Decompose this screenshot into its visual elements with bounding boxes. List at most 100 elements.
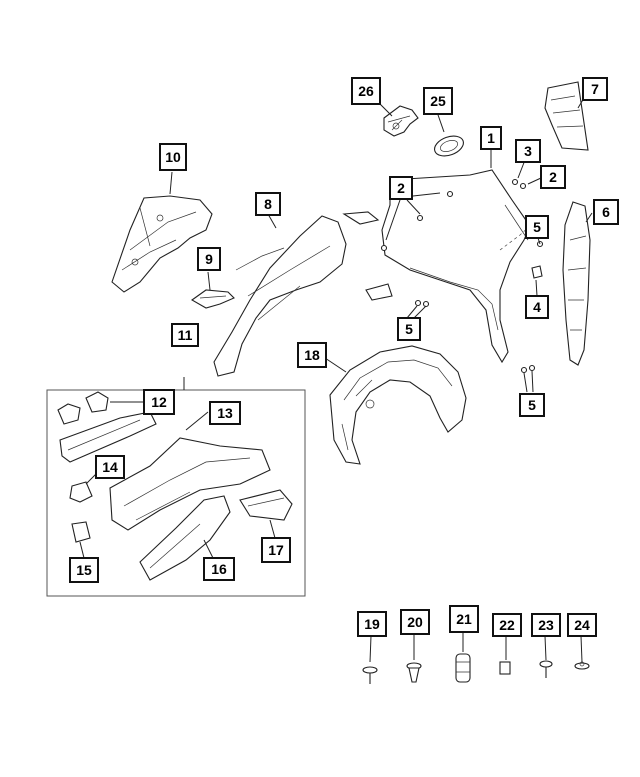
callout-number: 2 [549,169,557,185]
callout-box [397,317,421,341]
part-6-shield [562,201,591,366]
callout-c21: 21 [449,605,479,633]
callout-c7: 7 [582,77,608,101]
callout-number: 24 [574,617,590,633]
callout-box [540,165,566,189]
part-1-fender [381,169,531,364]
fastener-22 [499,661,511,675]
part-17-bracket [239,489,293,521]
callout-box [351,77,381,105]
callout-box [95,455,125,479]
part-12-rail [59,411,157,463]
callout-number: 14 [102,459,118,475]
callout-number: 3 [524,143,532,159]
callout-box [389,176,413,200]
callout-number: 21 [456,611,472,627]
part-12-brackets [57,391,109,425]
callout-c11: 11 [171,323,199,347]
callout-number: 22 [499,617,515,633]
callout-c3: 3 [515,139,541,163]
callout-box [197,247,221,271]
callout-box [357,611,387,637]
callout-box [209,401,241,425]
callout-c13: 13 [209,401,241,425]
callout-number: 4 [533,299,541,315]
fastener-24 [574,661,590,670]
callout-box [567,613,597,637]
callout-number: 1 [487,130,495,146]
fastener-21 [455,653,471,683]
part-16-rail [139,495,231,581]
fastener-19 [362,666,378,684]
part-18-liner [329,345,467,465]
callout-c10: 10 [159,143,187,171]
callout-c9: 9 [197,247,221,271]
callout-box [531,613,561,637]
part-8-rail [213,211,393,377]
callout-c23: 23 [531,613,561,637]
callout-c17: 17 [261,537,291,563]
callout-box [69,557,99,583]
callout-c5b: 5 [397,317,421,341]
callout-number: 16 [211,561,227,577]
callout-c20: 20 [400,609,430,635]
fastener-20 [406,662,422,683]
part-9-bracket [190,289,235,309]
callout-number: 6 [602,204,610,220]
callout-c22: 22 [492,613,522,637]
callout-box [423,87,453,115]
callout-c4: 4 [525,295,549,319]
callout-c12: 12 [143,389,175,415]
callout-box [519,393,545,417]
part-15-bracket [71,521,91,543]
callout-box [297,342,327,368]
callout-box [515,139,541,163]
callout-box [203,557,235,581]
fender-fasteners [380,178,544,374]
part-10-structure [111,195,213,293]
callout-c16: 16 [203,557,235,581]
part-13-rail [109,437,271,531]
callout-c19: 19 [357,611,387,637]
callout-box [480,126,502,150]
callout-number: 19 [364,616,380,632]
callout-number: 10 [165,149,181,165]
callout-number: 26 [358,83,374,99]
callout-number: 5 [533,219,541,235]
callout-c2b: 2 [540,165,566,189]
callout-c26: 26 [351,77,381,105]
callout-box [492,613,522,637]
callout-c5a: 5 [525,215,549,239]
part-26-bracket [383,105,419,137]
callout-c25: 25 [423,87,453,115]
callout-c6: 6 [593,199,619,225]
callout-box [593,199,619,225]
callout-box [159,143,187,171]
callout-number: 13 [217,405,233,421]
callout-number: 2 [397,180,405,196]
callout-box [171,323,199,347]
callout-box [255,192,281,216]
callout-number: 20 [407,614,423,630]
callout-box [143,389,175,415]
callout-c14: 14 [95,455,125,479]
callout-number: 8 [264,196,272,212]
callout-number: 17 [268,542,284,558]
callout-box [261,537,291,563]
callout-number: 5 [405,321,413,337]
callout-c8: 8 [255,192,281,216]
callout-c1: 1 [480,126,502,150]
callout-c2a: 2 [389,176,413,200]
callout-number: 11 [178,327,193,343]
callout-number: 9 [205,251,213,267]
callout-number: 25 [430,93,446,109]
part-25-cap [434,135,464,157]
callout-c5c: 5 [519,393,545,417]
part-14-bracket [69,481,93,503]
callout-box [582,77,608,101]
callout-number: 18 [304,347,320,363]
subassembly-frame [46,389,306,597]
callout-number: 5 [528,397,536,413]
